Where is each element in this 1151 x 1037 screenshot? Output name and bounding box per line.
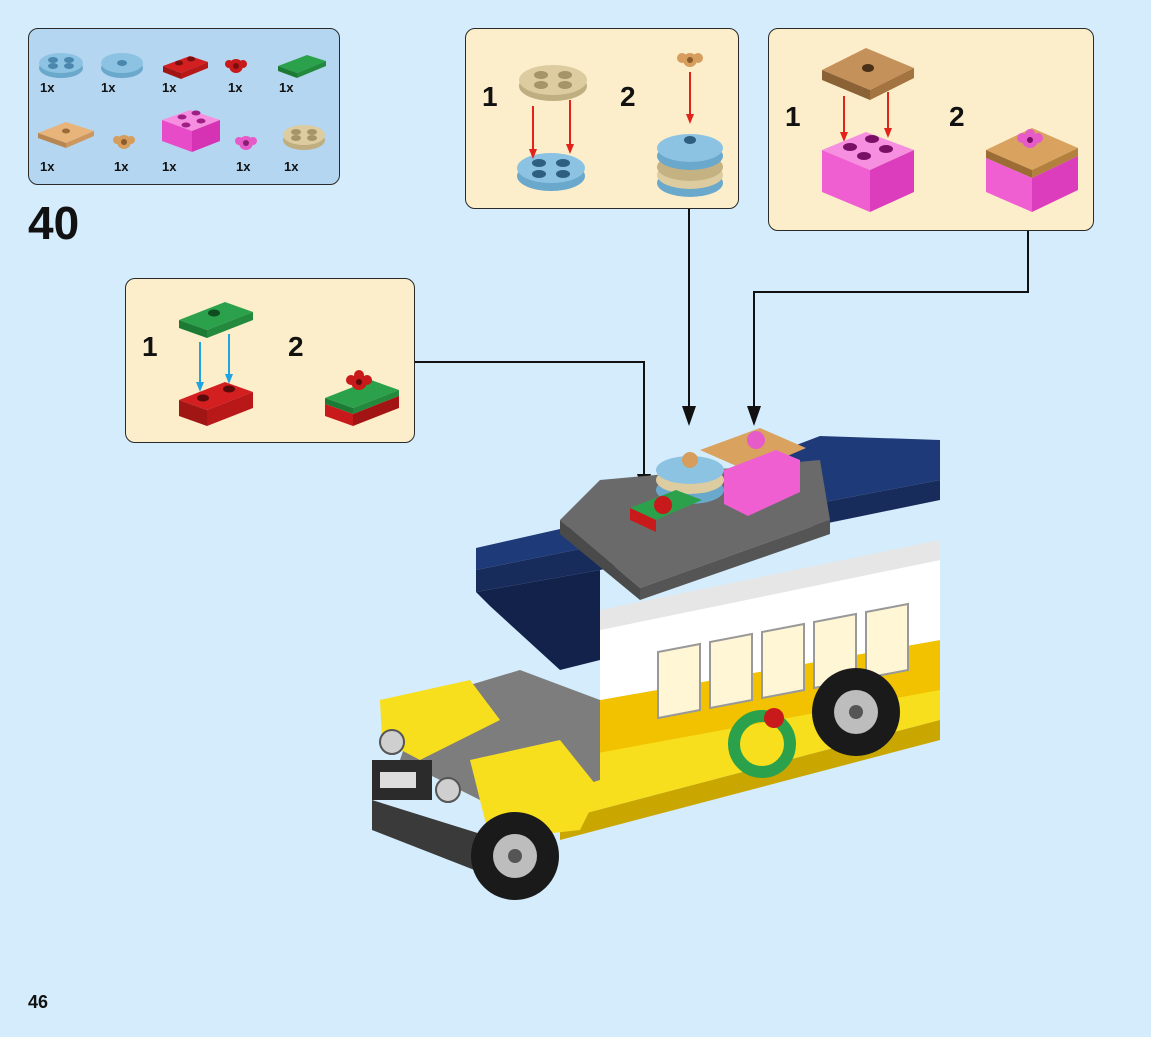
- part-light-blue-round-plate: [39, 53, 83, 78]
- parts-list-panel: 1x 1x 1x 1x 1x 1x 1x 1x 1x 1x: [28, 28, 340, 185]
- pink-present-illustration: [822, 48, 1078, 212]
- page-number: 46: [28, 992, 49, 1012]
- substep-2: 2: [949, 101, 965, 132]
- callout-pink-present: 1 2: [768, 28, 1094, 231]
- part-tan-plate-one-stud: [38, 122, 94, 148]
- callout-round-stack: 1 2: [465, 28, 739, 209]
- part-tan-flower: [113, 135, 135, 149]
- part-qty: 1x: [236, 159, 251, 174]
- substep-2: 2: [288, 331, 304, 362]
- part-qty: 1x: [101, 80, 116, 95]
- part-red-flower: [225, 59, 247, 73]
- part-qty: 1x: [228, 80, 243, 95]
- callout-red-green-present: 1 2: [125, 278, 415, 443]
- part-tan-round-plate: [283, 125, 325, 150]
- part-green-tile: [278, 55, 326, 78]
- part-qty: 1x: [279, 80, 294, 95]
- part-qty: 1x: [40, 159, 55, 174]
- part-qty: 1x: [284, 159, 299, 174]
- part-qty: 1x: [162, 80, 177, 95]
- substep-2: 2: [620, 81, 636, 112]
- part-pink-flower: [235, 136, 257, 150]
- substep-1: 1: [482, 81, 498, 112]
- substep-1: 1: [142, 331, 158, 362]
- bus-wheel-front: [471, 812, 559, 900]
- part-qty: 1x: [162, 159, 177, 174]
- parts-illustrations: [38, 53, 326, 152]
- bus-wheel-rear: [812, 668, 900, 756]
- substep-1: 1: [785, 101, 801, 132]
- part-qty: 1x: [114, 159, 129, 174]
- round-stack-illustration: [517, 53, 723, 197]
- part-light-blue-round-tile: [101, 53, 143, 78]
- step-number: 40: [28, 197, 80, 249]
- part-red-plate: [163, 56, 208, 79]
- red-green-present-illustration: [179, 302, 399, 426]
- part-pink-brick: [162, 110, 220, 152]
- part-qty: 1x: [40, 80, 55, 95]
